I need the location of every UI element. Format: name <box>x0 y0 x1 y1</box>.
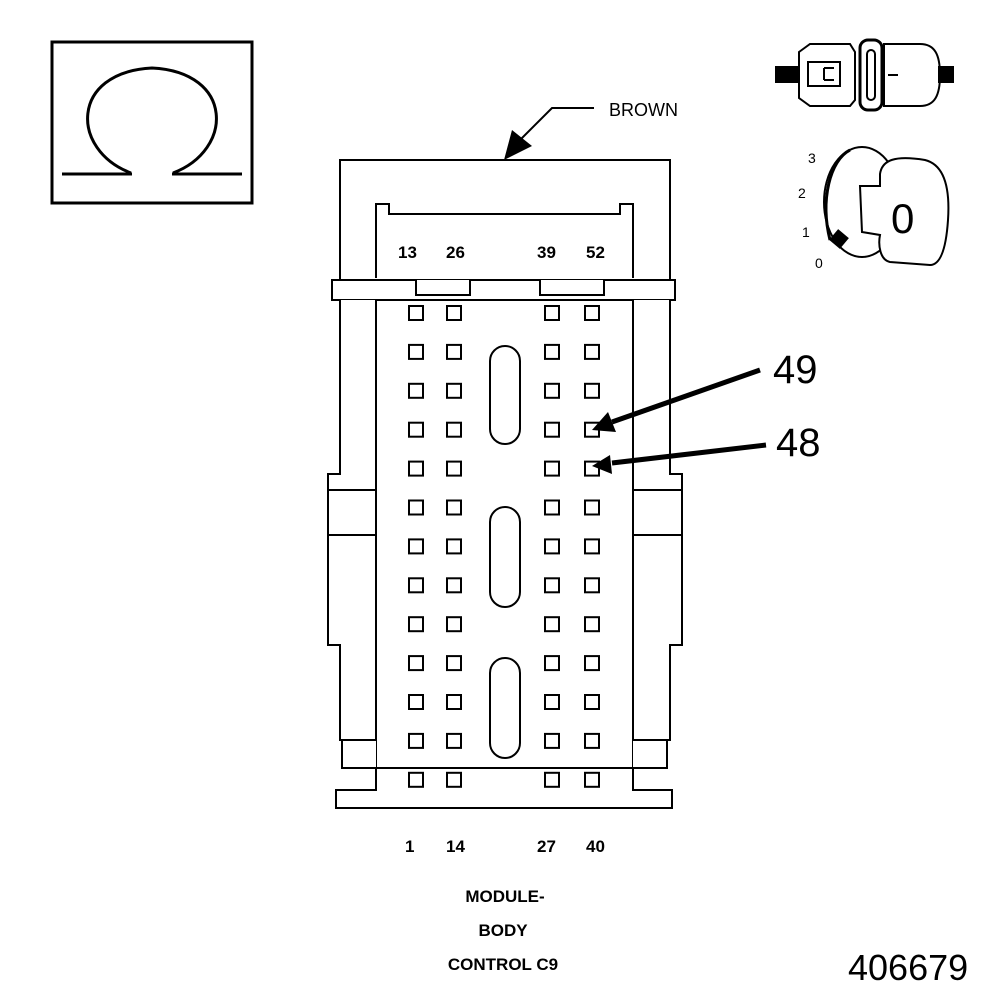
connector-pin <box>446 655 462 672</box>
connector-pin <box>544 538 560 555</box>
connector-pin <box>408 732 424 749</box>
connector-pin <box>446 616 462 633</box>
connector-pin <box>408 771 424 788</box>
connector-pin <box>584 694 600 710</box>
ignition-position-0: 0 <box>815 255 823 271</box>
connector-pin <box>584 538 600 555</box>
connector-pin <box>544 655 560 672</box>
connector-name-line-2: BODY <box>478 921 528 940</box>
connector-pin <box>544 694 560 710</box>
connector-pin <box>544 616 560 633</box>
connector-pin <box>584 577 600 594</box>
connector-pin <box>446 577 462 594</box>
connector-pin <box>584 343 600 360</box>
connector-pin <box>544 305 560 321</box>
wire-color-label: BROWN <box>609 100 678 120</box>
ignition-position-2: 2 <box>798 185 806 201</box>
connector-name-line-3: CONTROL C9 <box>448 955 558 974</box>
connector-pin <box>408 460 424 477</box>
connector-pin <box>408 343 424 360</box>
ignition-position-1: 1 <box>802 224 810 240</box>
pin-label-1: 1 <box>405 837 414 856</box>
connector-pin <box>544 499 560 516</box>
pin-label-39: 39 <box>537 243 556 262</box>
connector-pin <box>446 382 462 399</box>
callout-label-49: 49 <box>773 348 818 392</box>
connector-pin <box>446 771 462 788</box>
connector-pin <box>544 577 560 594</box>
connector-pin <box>408 499 424 516</box>
callout-48: 48 <box>592 421 821 474</box>
ignition-key-icon: 0 3 2 1 0 <box>798 146 950 271</box>
connector-pin <box>544 421 560 438</box>
pin-label-14: 14 <box>446 837 465 856</box>
pin-label-27: 27 <box>537 837 556 856</box>
pin-label-40: 40 <box>586 837 605 856</box>
connector-disconnected-icon <box>775 38 954 112</box>
connector-pin <box>544 771 560 788</box>
pin-grid <box>408 305 600 788</box>
connector-pin <box>544 732 560 749</box>
key-label: 0 <box>891 195 914 242</box>
pin-label-13: 13 <box>398 243 417 262</box>
connector-pin <box>446 499 462 516</box>
connector-pin <box>446 421 462 438</box>
connector-body <box>327 159 683 809</box>
connector-pin <box>446 460 462 477</box>
connector-pin <box>408 616 424 633</box>
callout-label-48: 48 <box>776 421 821 465</box>
connector-name-line-1: MODULE- <box>465 887 544 906</box>
ohmmeter-icon <box>50 40 254 205</box>
pin-label-52: 52 <box>586 243 605 262</box>
connector-pin <box>544 460 560 477</box>
connector-pin <box>544 343 560 360</box>
connector-pin <box>446 538 462 555</box>
connector-pin <box>584 655 600 672</box>
connector-pin <box>446 732 462 749</box>
connector-pin <box>584 382 600 399</box>
connector-pin <box>408 421 424 438</box>
pin-label-26: 26 <box>446 243 465 262</box>
connector-pin <box>584 616 600 633</box>
connector-pin <box>446 694 462 710</box>
connector-pin <box>584 771 600 788</box>
callout-49: 49 <box>592 348 818 432</box>
connector-pin <box>584 499 600 516</box>
connector-pin <box>408 382 424 399</box>
connector-pin <box>584 732 600 749</box>
connector-pin <box>408 655 424 672</box>
connector-pin <box>584 305 600 321</box>
connector-pin <box>408 694 424 710</box>
wire-color-callout: BROWN <box>504 100 678 160</box>
connector-pin <box>408 577 424 594</box>
figure-number: 406679 <box>848 947 968 988</box>
connector-pin <box>446 343 462 360</box>
connector-pin <box>544 382 560 399</box>
connector-pin <box>408 305 424 321</box>
connector-pin <box>408 538 424 555</box>
connector-pin <box>446 305 462 321</box>
ignition-position-3: 3 <box>808 150 816 166</box>
